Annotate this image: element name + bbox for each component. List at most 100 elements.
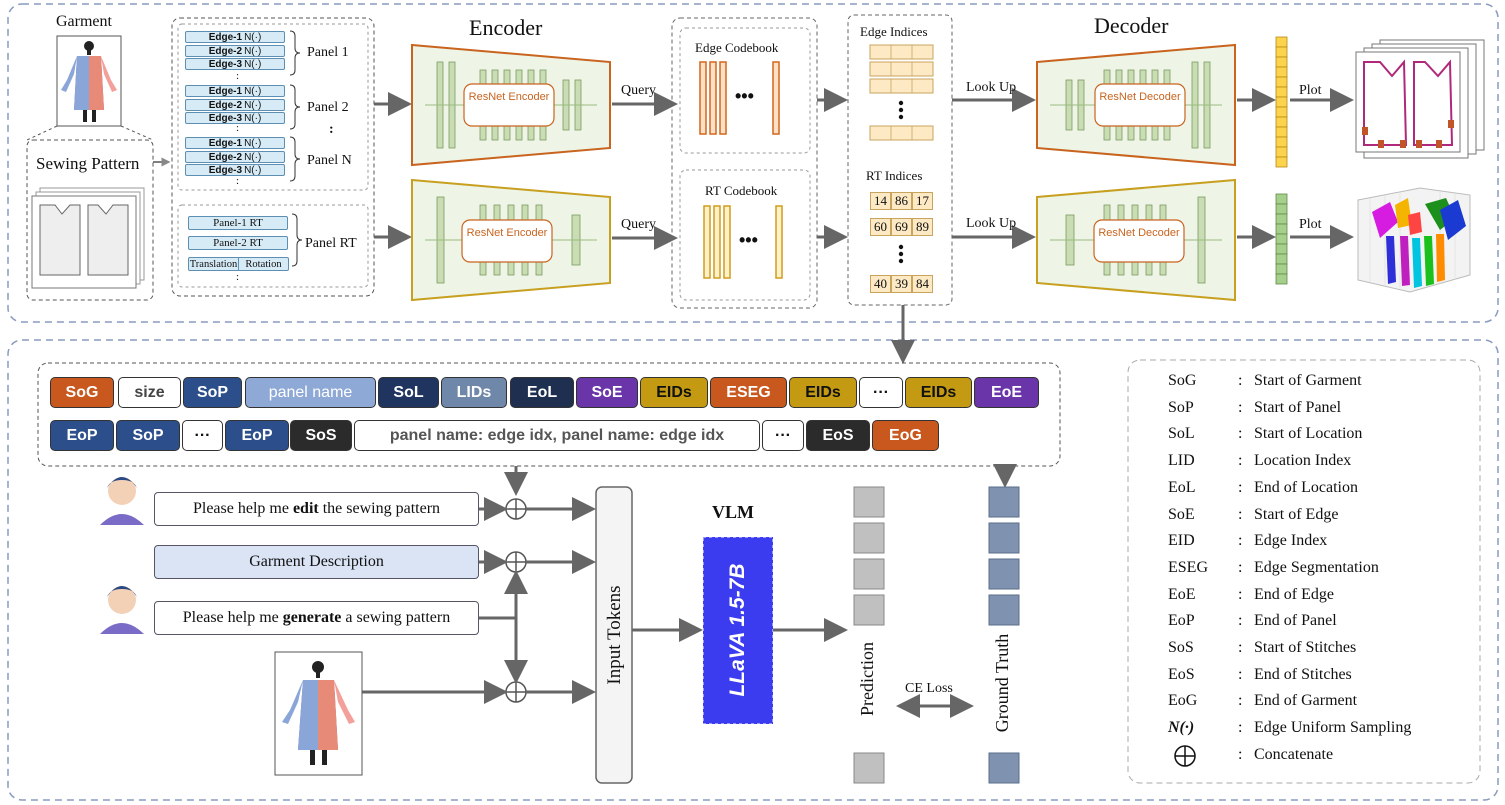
legend-key: EoS [1168, 665, 1195, 683]
legend-value: Edge Index [1254, 532, 1328, 550]
generate-prompt-bold: generate [282, 609, 342, 626]
rotation-label: Rotation [245, 259, 282, 270]
edge-name: Edge-3 [208, 59, 243, 70]
rt-index-cell: 89 [912, 218, 933, 236]
edge-ellipsis-3: : [236, 175, 240, 187]
token-chip: EoP [50, 420, 114, 451]
legend-value: Start of Garment [1254, 372, 1362, 389]
sampling-symbol: N(·) [244, 86, 262, 97]
legend-key: SoL [1168, 425, 1195, 443]
legend-colon: : [1238, 745, 1243, 763]
edge-name: Edge-1 [208, 32, 243, 43]
legend-value: End of Location [1254, 478, 1358, 496]
resnet-encoder-edge-block [463, 83, 555, 127]
rt-index-cell: 17 [912, 192, 933, 210]
legend-key: EoG [1168, 692, 1198, 710]
token-sequence-frame [37, 362, 1061, 467]
legend-value: Location Index [1254, 452, 1352, 470]
legend-colon: : [1238, 585, 1243, 603]
legend-key: ⊕ [1168, 746, 1181, 766]
rt-index-cell: 86 [891, 192, 912, 210]
resnet-encoder-edge-label: ResNet Encoder [468, 91, 550, 103]
edge-output-strip [1275, 36, 1288, 168]
token-chip: SoG [50, 377, 114, 408]
decoder-title: Decoder [1094, 13, 1169, 38]
legend-colon: : [1238, 478, 1243, 496]
panel-2-rt: Panel-2 RT [188, 236, 288, 250]
rt-index-cell: 14 [870, 192, 891, 210]
generate-prompt-post: a sewing pattern [341, 609, 451, 626]
ground-truth-label: Ground Truth [992, 633, 1012, 733]
panel-2-label: Panel 2 [307, 100, 349, 115]
token-chip: panel name: edge idx, panel name: edge i… [354, 420, 760, 451]
edge-name: Edge-1 [208, 138, 243, 149]
legend-value: Start of Panel [1254, 398, 1342, 416]
token-chip: size [118, 377, 181, 408]
edge-name: Edge-1 [208, 86, 243, 97]
edge-name: Edge-2 [208, 45, 243, 57]
garment-figure-bottom [282, 661, 355, 765]
legend-value: End of Stitches [1254, 665, 1352, 683]
plotted-pattern [1355, 39, 1485, 159]
prediction-label: Prediction [857, 642, 877, 716]
rt-codebook-label: RT Codebook [705, 183, 778, 198]
user-avatar-generate [100, 586, 144, 634]
edit-prompt-bold: edit [292, 500, 319, 517]
legend-value: Start of Edge [1254, 505, 1339, 523]
legend-colon: : [1238, 398, 1243, 416]
legend-colon: : [1238, 612, 1243, 630]
token-chip: EIDs [789, 377, 857, 408]
panel-rt-label: Panel RT [305, 236, 357, 251]
token-chip: EIDs [640, 377, 708, 408]
rt-index-cell: 39 [891, 275, 912, 293]
lookup-label-edge: Look Up [966, 80, 1017, 95]
resnet-decoder-rt-label: ResNet Decoder [1098, 227, 1180, 239]
vlm-model-label: LLaVA 1.5-7B [726, 563, 749, 697]
rt-ellipsis: : [236, 271, 240, 283]
token-chip: ··· [182, 420, 223, 451]
legend-key: LID [1168, 452, 1195, 470]
vlm-title: VLM [712, 502, 754, 522]
legend-colon: : [1238, 532, 1243, 550]
edit-prompt-post: the sewing pattern [318, 500, 441, 517]
legend-colon: : [1238, 719, 1243, 737]
sampling-symbol: N(·) [244, 138, 262, 149]
resnet-decoder-edge-block [1094, 83, 1186, 127]
sampling-symbol: N(·) [244, 165, 262, 176]
token-chip: SoP [116, 420, 180, 451]
sampling-symbol: N(·) [244, 32, 262, 43]
legend-colon: : [1238, 558, 1243, 576]
user-avatar-edit [100, 477, 144, 525]
panel-1-rt: Panel-1 RT [188, 216, 288, 230]
panel-n-label: Panel N [307, 153, 352, 168]
token-chip: SoS [290, 420, 352, 451]
legend-colon: : [1238, 452, 1243, 470]
legend-key: EID [1168, 532, 1195, 550]
token-chip: EoL [510, 377, 574, 408]
token-chip: EoS [806, 420, 870, 451]
sampling-symbol: N(·) [244, 99, 262, 111]
legend-key: SoG [1168, 372, 1197, 389]
legend-key: SoP [1168, 398, 1194, 416]
query-label-rt: Query [621, 217, 656, 232]
legend-value: Edge Segmentation [1254, 558, 1379, 576]
garment-figure-top [61, 41, 117, 122]
token-chip: ··· [859, 377, 903, 408]
legend-value: End of Panel [1254, 612, 1337, 630]
rt-index-cell: 60 [870, 218, 891, 236]
token-chip: SoP [183, 377, 242, 408]
rt-index-cell: 40 [870, 275, 891, 293]
sampling-symbol: N(·) [244, 113, 262, 124]
resnet-decoder-edge-label: ResNet Decoder [1099, 91, 1181, 103]
edge-ellipsis-1: : [236, 70, 240, 82]
rt-output-strip [1275, 193, 1288, 285]
legend-value: Edge Uniform Sampling [1254, 719, 1412, 737]
edge-codebook-dots: ••• [735, 86, 754, 106]
